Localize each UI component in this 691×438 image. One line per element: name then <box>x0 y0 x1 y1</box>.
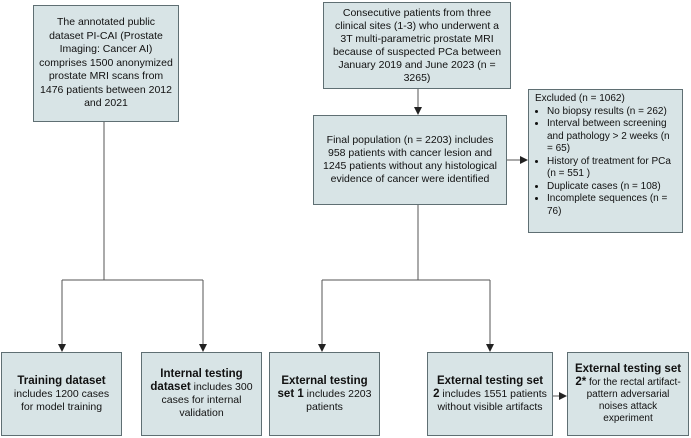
ext2-title: External testing set 2 <box>433 374 544 400</box>
ext1-title: External testing set 1 <box>277 374 368 400</box>
ext1-text: External testing set 1 includes 2203 pat… <box>275 375 374 414</box>
final-population-text: Final population (n = 2203) includes 958… <box>323 134 497 185</box>
internal-text: Internal testing dataset includes 300 ca… <box>147 368 256 420</box>
training-desc: includes 1200 cases for model training <box>13 387 110 413</box>
pi-cai-dataset-box: The annotated public dataset PI-CAI (Pro… <box>33 5 179 122</box>
ext1-desc: includes 2203 patients <box>303 387 372 413</box>
excluded-item: Incomplete sequences (n = 76) <box>547 193 676 218</box>
excluded-box: Excluded (n = 1062) No biopsy results (n… <box>528 89 683 233</box>
excluded-title: Excluded (n = 1062) <box>535 93 625 104</box>
excluded-item: No biopsy results (n = 262) <box>547 106 676 119</box>
excluded-item: Duplicate cases (n = 108) <box>547 181 676 194</box>
final-population-box: Final population (n = 2203) includes 958… <box>313 115 507 205</box>
pi-cai-text: The annotated public dataset PI-CAI (Pro… <box>39 16 173 110</box>
external-testing-set-2-box: External testing set 2 includes 1551 pat… <box>427 352 553 436</box>
training-title: Training dataset <box>17 374 106 387</box>
ext2-desc: includes 1551 patients without visible a… <box>437 387 547 413</box>
excluded-item: History of treatment for PCa (n = 551 ) <box>547 156 676 181</box>
ext2-text: External testing set 2 includes 1551 pat… <box>433 375 547 414</box>
training-text: Training dataset includes 1200 cases for… <box>7 375 116 414</box>
ext2star-text: External testing set 2* for the rectal a… <box>573 363 683 425</box>
consecutive-patients-text: Consecutive patients from three clinical… <box>332 6 502 84</box>
internal-testing-box: Internal testing dataset includes 300 ca… <box>141 352 262 436</box>
excluded-item: Interval between screening and pathology… <box>547 118 676 156</box>
excluded-list: No biopsy results (n = 262) Interval bet… <box>535 106 676 219</box>
external-testing-set-1-box: External testing set 1 includes 2203 pat… <box>269 352 380 436</box>
internal-title: Internal testing dataset <box>150 368 243 393</box>
external-testing-set-2-star-box: External testing set 2* for the rectal a… <box>567 352 689 436</box>
ext2star-title: External testing set 2* <box>574 363 682 388</box>
ext2star-desc: for the rectal artifact-pattern adversar… <box>586 377 681 424</box>
internal-desc: includes 300 cases for internal validati… <box>161 381 253 419</box>
consecutive-patients-box: Consecutive patients from three clinical… <box>323 2 511 89</box>
training-dataset-box: Training dataset includes 1200 cases for… <box>1 352 122 436</box>
